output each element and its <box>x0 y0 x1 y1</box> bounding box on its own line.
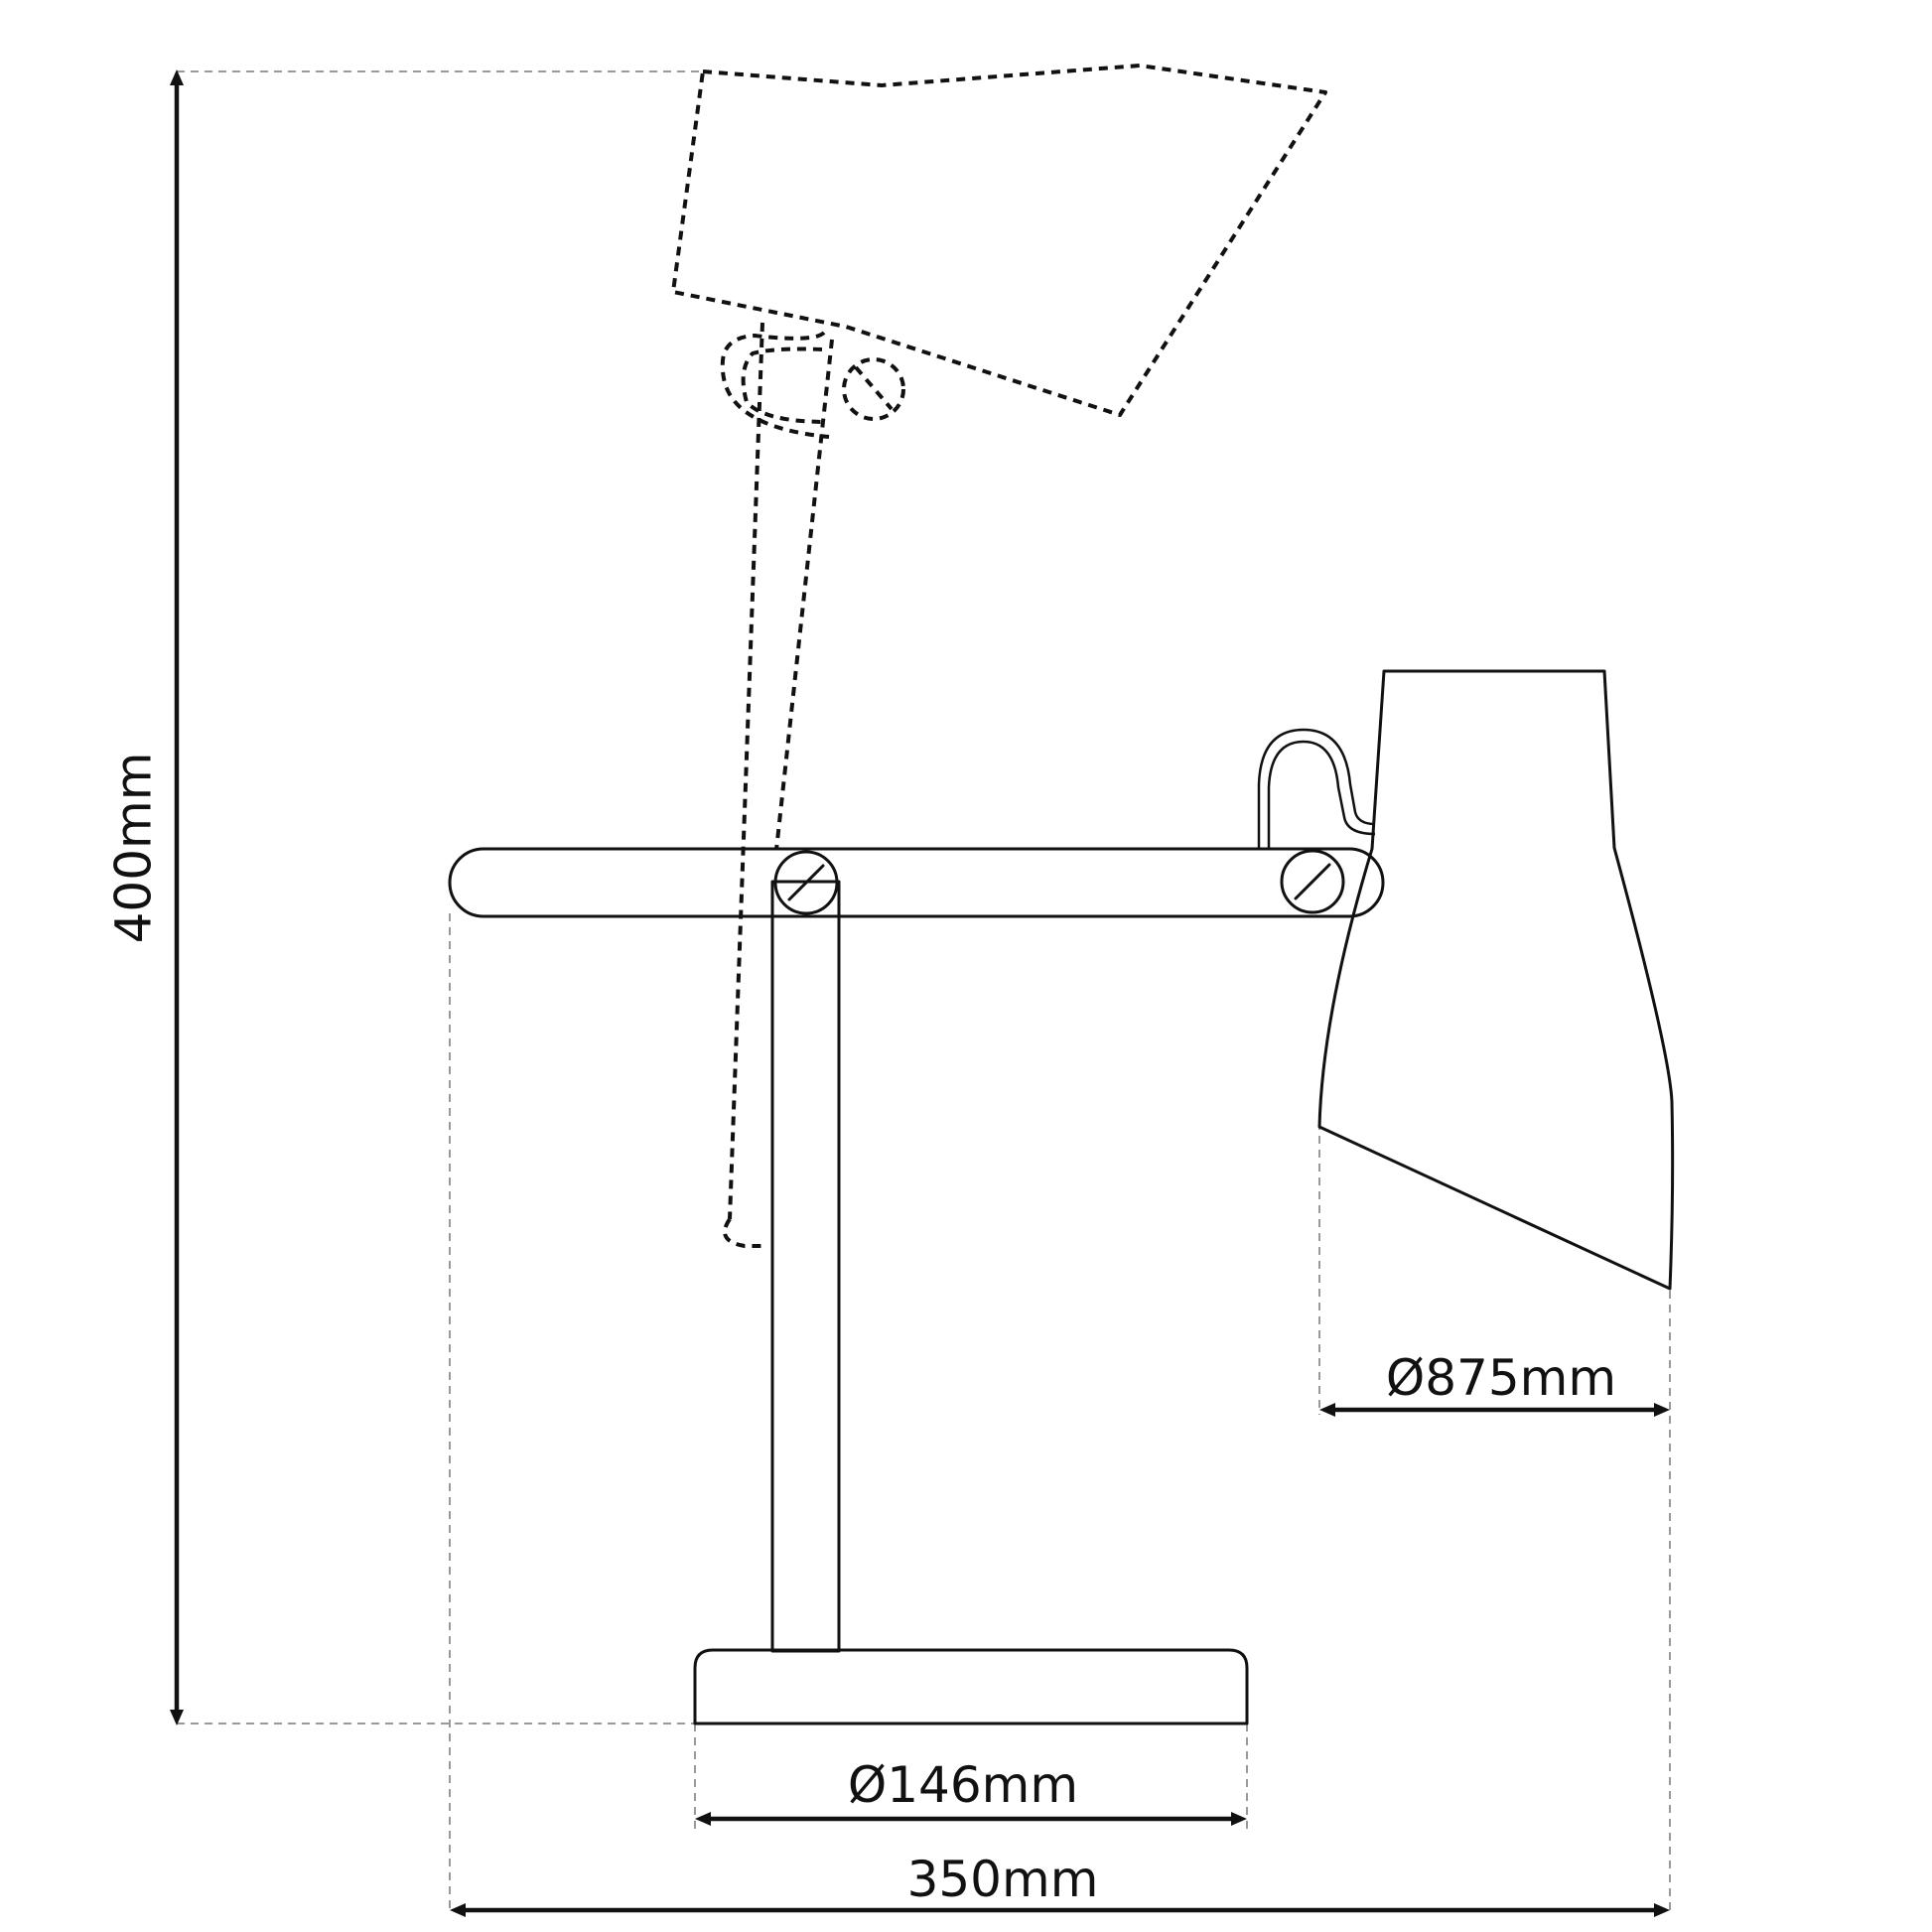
width-dimension: 350mm <box>450 1851 1670 1917</box>
arm-hinge-icon <box>1280 849 1345 914</box>
post-hinge-slot <box>787 864 825 901</box>
raised-shade-outline <box>671 64 1327 417</box>
width-label: 350mm <box>907 1851 1099 1908</box>
raised-lamp-position <box>671 64 1327 1248</box>
post-hinge-icon <box>773 850 839 915</box>
lamp-post <box>770 880 841 1653</box>
lamp-shade <box>1317 669 1675 1291</box>
lamp-cable <box>1257 728 1376 849</box>
height-dimension: 400mm <box>105 69 184 1725</box>
lamp-base <box>693 1648 1249 1725</box>
shade-diameter-label: Ø875mm <box>1386 1349 1616 1407</box>
shade-dimension: Ø875mm <box>1319 1349 1670 1417</box>
extension-guides <box>177 70 1671 1911</box>
height-label: 400mm <box>105 753 163 944</box>
raised-hinge-icon <box>842 357 905 421</box>
base-dimension: Ø146mm <box>695 1756 1247 1826</box>
lamp-cable-inner <box>1267 740 1376 849</box>
raised-cable-loop <box>720 331 830 439</box>
raised-cable-loop-inner <box>741 346 828 424</box>
raised-hinge-slot <box>854 365 894 411</box>
base-diameter-label: Ø146mm <box>848 1756 1078 1814</box>
lamp-arm <box>448 847 1385 918</box>
raised-arm-outline <box>723 322 834 1248</box>
arm-hinge-slot <box>1294 863 1331 900</box>
lamp-drawing <box>448 669 1675 1725</box>
